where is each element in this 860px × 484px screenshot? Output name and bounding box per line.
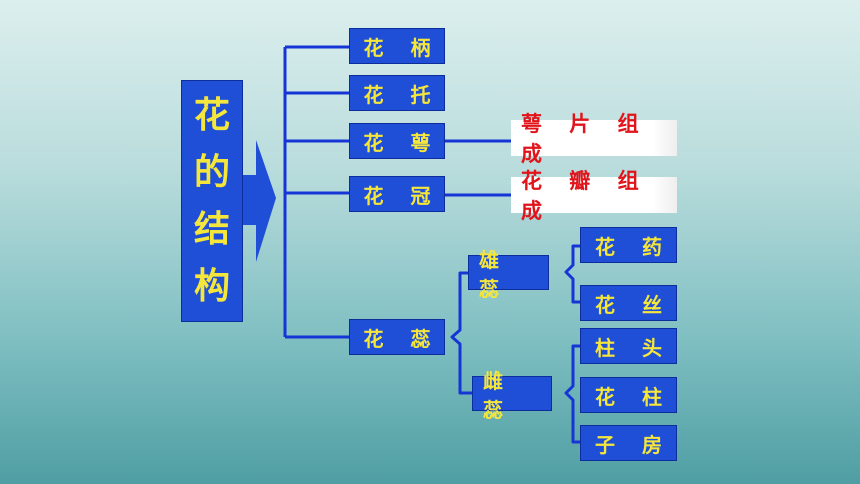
box-receptacle: 花 托 bbox=[349, 75, 445, 111]
box-stigma: 柱 头 bbox=[580, 328, 677, 364]
desc-sepal: 萼 片 组 成 bbox=[511, 112, 677, 166]
box-filament: 花 丝 bbox=[580, 285, 677, 321]
title-char: 结 bbox=[193, 208, 230, 250]
box-corolla: 花 冠 bbox=[349, 176, 445, 212]
stamen-pistil-brace bbox=[450, 271, 472, 395]
arrow-shape bbox=[243, 140, 276, 262]
box-stamen: 雄 蕊 bbox=[468, 248, 549, 301]
flower-structure-title: 花 的 结 构 bbox=[181, 80, 243, 322]
box-style: 花 柱 bbox=[580, 377, 677, 413]
stamen-brace bbox=[564, 244, 580, 304]
title-char: 构 bbox=[193, 265, 230, 307]
title-char: 的 bbox=[193, 151, 230, 193]
box-ovary: 子 房 bbox=[580, 425, 677, 461]
box-stalk: 花 柄 bbox=[349, 28, 445, 64]
desc-corolla: 花 瓣 组 成 bbox=[511, 169, 677, 223]
box-pistil: 雌 蕊 bbox=[472, 369, 552, 422]
box-anther: 花 药 bbox=[580, 227, 677, 263]
pistil-brace bbox=[564, 344, 580, 444]
box-sepal: 花 萼 bbox=[349, 123, 445, 159]
title-char: 花 bbox=[193, 94, 230, 136]
box-pistil-stamen: 花 蕊 bbox=[349, 319, 445, 355]
